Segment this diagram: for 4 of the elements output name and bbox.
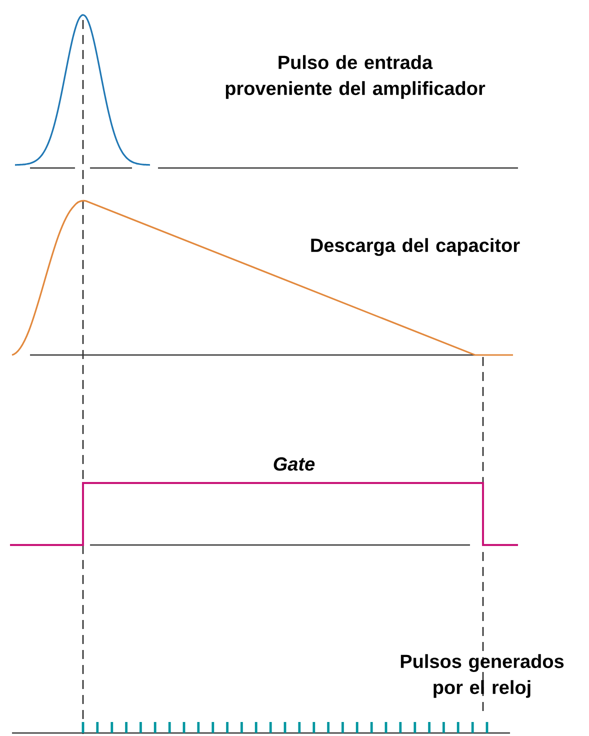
label: Pulso de entrada proveniente del amplificador <box>226 55 486 99</box>
label: Descarga del capacitor <box>311 238 520 256</box>
label: Gate <box>274 457 315 471</box>
label: Pulsos generados por el reloj <box>400 654 564 698</box>
